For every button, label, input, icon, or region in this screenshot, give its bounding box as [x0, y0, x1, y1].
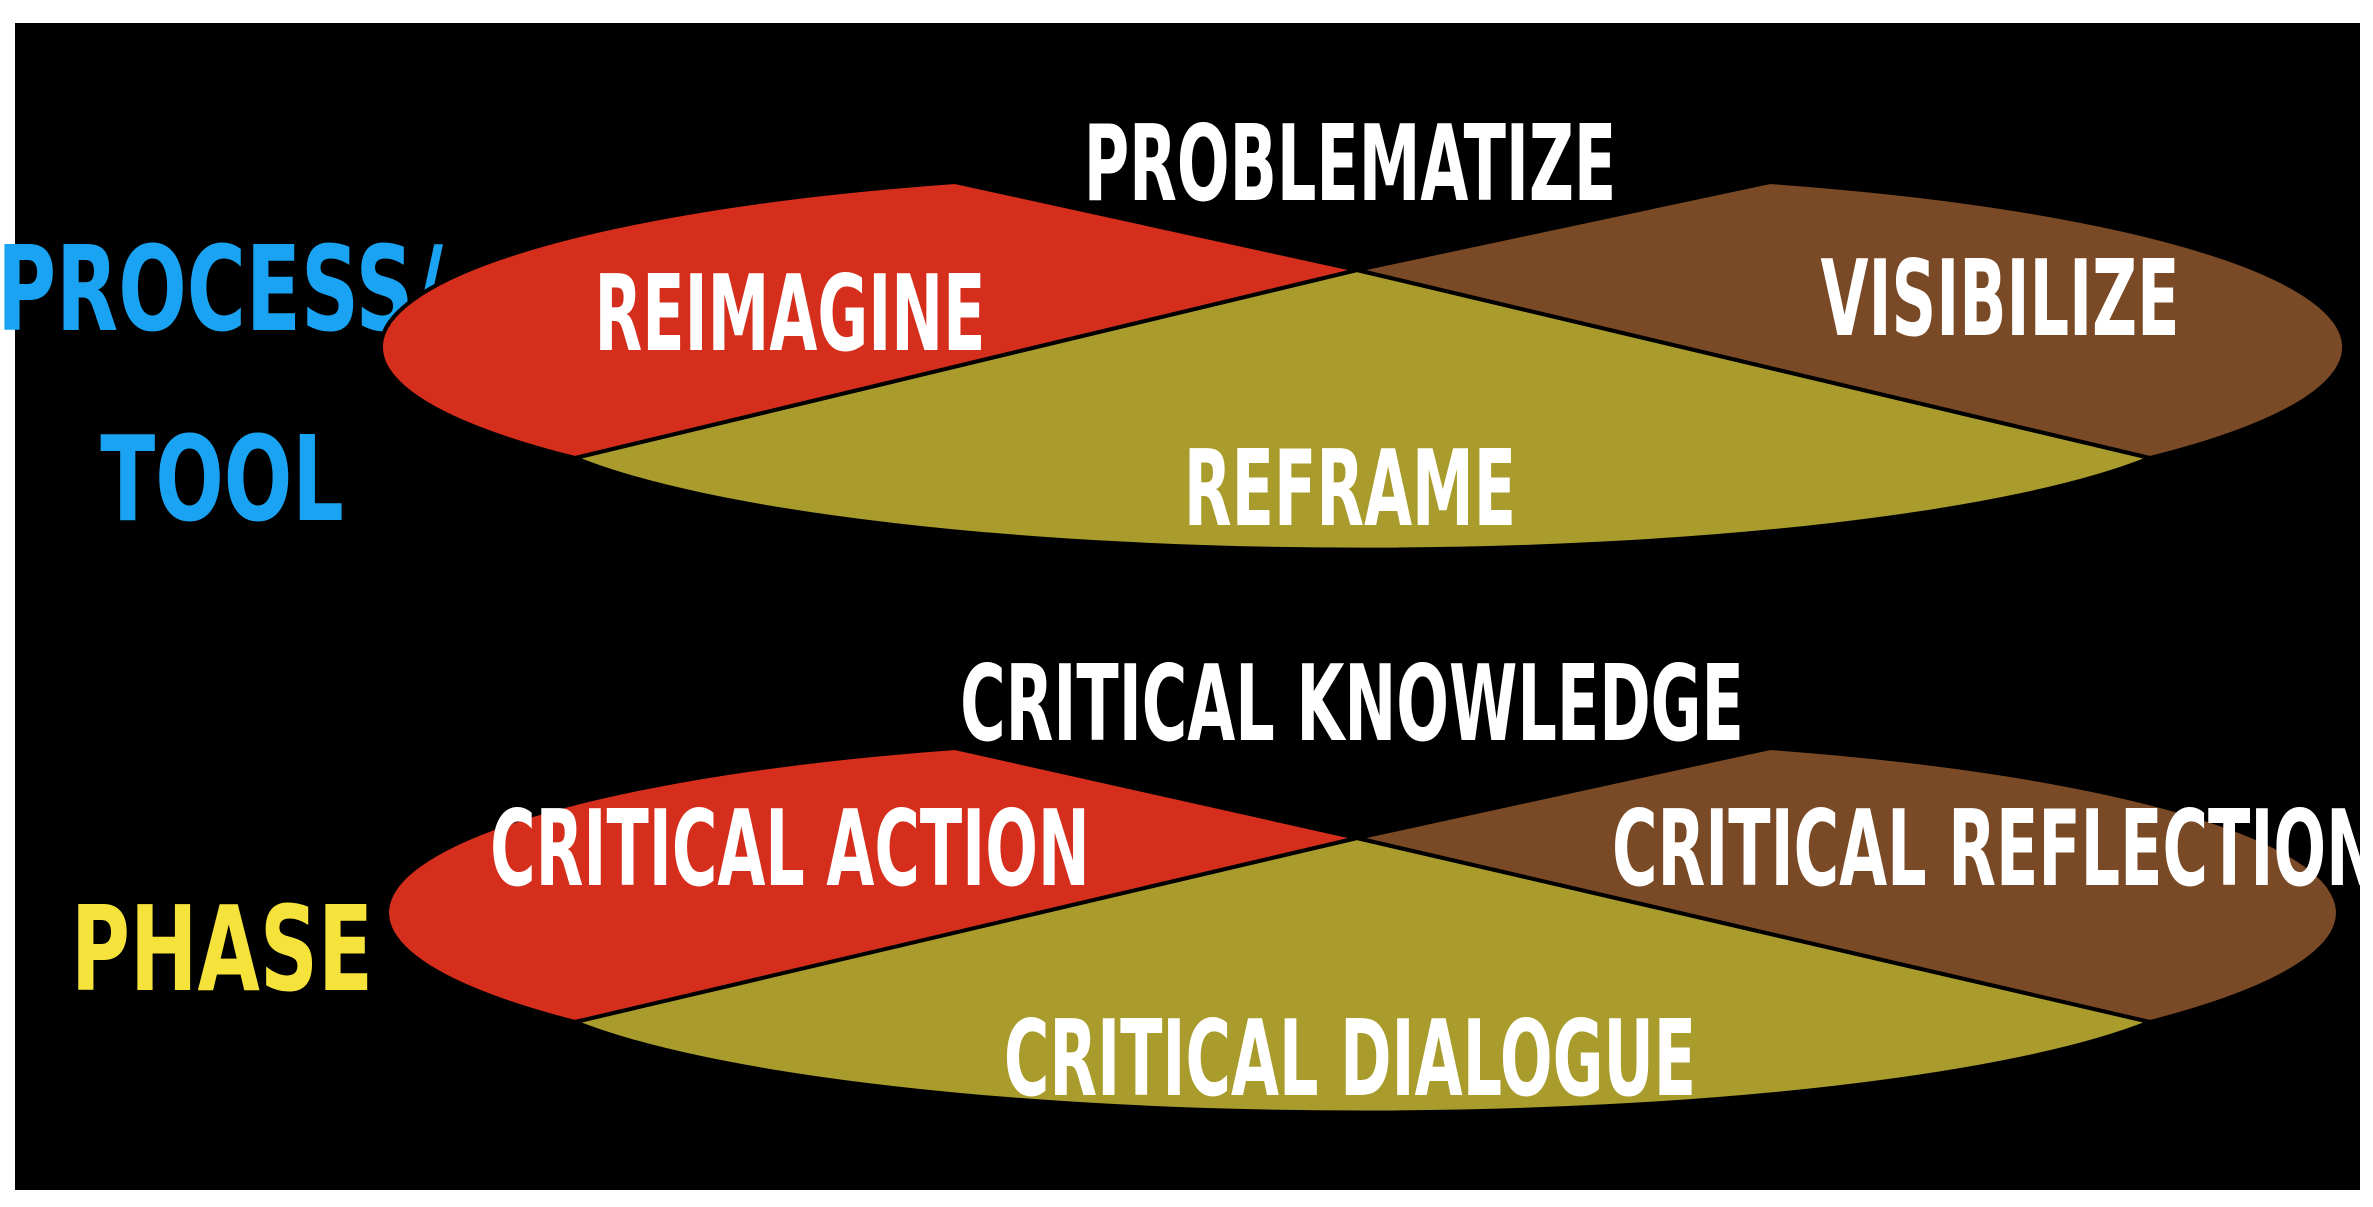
process-left-label: REIMAGINE: [594, 254, 985, 376]
process-disc: PROBLEMATIZE REIMAGINE VISIBILIZE REFRAM…: [378, 104, 2347, 552]
process-segment-bottom: [568, 267, 2157, 552]
phase-segment-right: [1356, 745, 2340, 1025]
process-bottom-label: REFRAME: [1184, 429, 1516, 551]
phase-left-label: CRITICAL ACTION: [490, 789, 1090, 911]
process-segment-right: [1356, 179, 2347, 461]
phase-label: PHASE: [71, 880, 373, 1018]
process-tool-label-line2: TOOL: [100, 410, 343, 548]
process-top-label: PROBLEMATIZE: [1084, 104, 1617, 226]
phase-right-label: CRITICAL REFLECTION: [1612, 789, 2373, 911]
process-right-label: VISIBILIZE: [1821, 239, 2180, 361]
phase-segment-bottom: [568, 835, 2157, 1115]
phase-segment-left: [385, 745, 1358, 1025]
phase-top-label: CRITICAL KNOWLEDGE: [960, 644, 1744, 766]
process-tool-label-line1: PROCESS/: [0, 220, 443, 358]
phase-disc: CRITICAL KNOWLEDGE CRITICAL ACTION CRITI…: [385, 644, 2373, 1121]
process-segment-left: [378, 179, 1358, 461]
phase-bottom-label: CRITICAL DIALOGUE: [1004, 999, 1696, 1121]
